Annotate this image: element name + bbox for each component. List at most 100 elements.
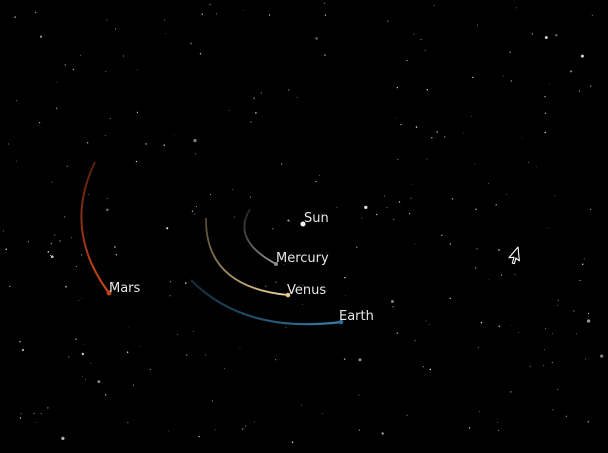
star [105,71,107,73]
star [588,312,590,315]
star [392,306,394,308]
star [544,349,545,351]
star [184,282,187,284]
star [393,218,395,220]
star [552,333,554,334]
star [413,33,415,35]
star [510,80,512,82]
star [272,228,274,230]
star [126,351,129,354]
star [115,28,117,30]
star [145,143,147,145]
star [364,205,368,210]
star [344,277,346,279]
star [391,300,394,303]
star [296,96,298,98]
star [165,33,167,34]
star [579,279,581,281]
star [381,432,384,435]
star [474,267,477,269]
mars-marker[interactable] [106,290,112,296]
star [318,174,320,176]
star [265,285,267,287]
star [498,429,500,431]
star [578,90,580,92]
star [106,198,108,199]
star [581,263,584,266]
star [358,358,362,362]
star [198,435,200,438]
starfield [2,2,604,443]
star [479,411,481,413]
star [185,354,188,356]
earth-marker[interactable] [338,319,344,325]
star [583,258,585,260]
star [429,368,432,371]
star [555,33,558,37]
star [104,135,106,136]
star [426,88,429,91]
star [192,330,194,332]
star [35,422,37,423]
star [500,274,503,276]
star [589,208,592,211]
star [463,132,465,134]
venus-marker[interactable] [285,292,291,298]
star [358,429,361,431]
star [573,310,575,312]
star [176,334,178,336]
star [260,92,262,94]
star [40,413,42,415]
star [301,404,303,406]
star [47,407,49,409]
star [536,166,538,168]
star [324,14,326,16]
star [315,180,317,183]
star [452,198,454,200]
venus-label: Venus [287,283,326,298]
sun-marker[interactable] [300,221,306,227]
star [245,425,247,427]
star [510,391,512,393]
star [131,284,134,287]
star [497,421,499,423]
star [514,273,516,276]
star [64,64,66,66]
star [406,59,408,62]
star [232,189,234,191]
star [531,33,534,35]
star [242,428,244,430]
star [280,163,283,165]
star [21,348,25,352]
star [14,16,16,18]
star [283,264,285,266]
star [505,193,507,195]
star [140,345,142,347]
star [193,138,197,143]
mars-label: Mars [109,281,141,296]
mercury-marker[interactable] [274,262,278,266]
star [191,210,194,212]
star [47,251,50,253]
mercury-label: Mercury [276,251,329,266]
star [137,69,138,71]
star [215,13,217,15]
star [386,206,388,209]
star [586,319,591,323]
star [336,207,338,209]
star [109,117,111,119]
star [55,107,58,110]
star [414,243,416,245]
star [600,354,604,358]
star [10,285,12,287]
star [20,413,22,415]
star [396,332,399,334]
star [194,153,197,155]
star [441,234,443,237]
star [426,158,428,160]
star [39,35,43,38]
star [591,14,593,16]
star [509,51,511,53]
